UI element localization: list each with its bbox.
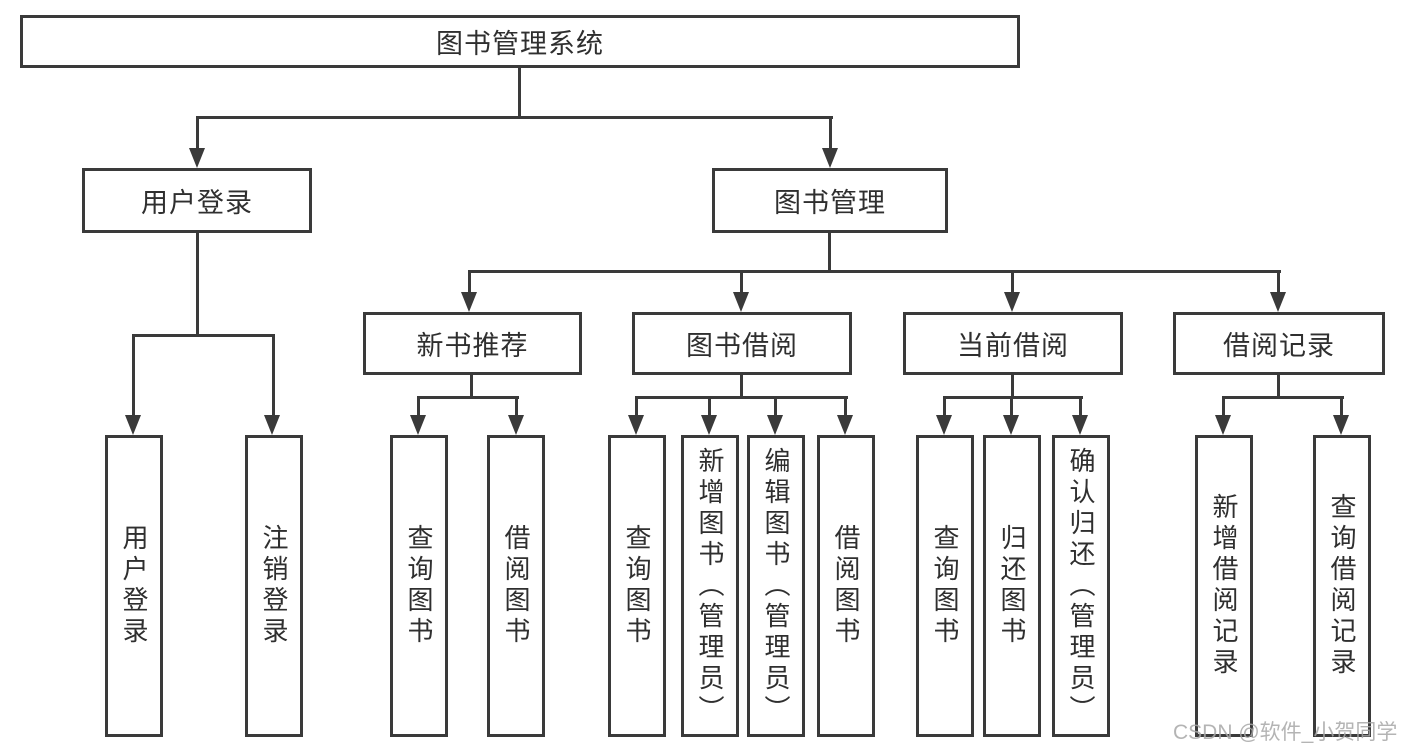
connector-line <box>468 270 471 294</box>
leaf-query-books-recommend: 查询图书 <box>390 435 448 737</box>
leaf-query-books-borrow: 查询图书 <box>608 435 666 737</box>
arrow-down-icon <box>410 415 426 435</box>
leaf-borrow-books-borrow: 借阅图书 <box>817 435 875 737</box>
leaf-edit-books-admin: 编辑图书（管理员） <box>747 435 805 737</box>
connector-line <box>636 396 848 399</box>
connector-line <box>774 396 777 417</box>
connector-line <box>1223 396 1344 399</box>
node-borrow-records: 借阅记录 <box>1173 312 1385 375</box>
connector-line <box>132 334 135 416</box>
connector-line <box>196 116 199 152</box>
arrow-down-icon <box>125 415 141 435</box>
leaf-logout: 注销登录 <box>245 435 303 737</box>
connector-line <box>708 396 711 417</box>
connector-line <box>1011 270 1014 294</box>
connector-line <box>944 396 1083 399</box>
node-book-management: 图书管理 <box>712 168 948 233</box>
leaf-confirm-return-admin: 确认归还（管理员） <box>1052 435 1110 737</box>
node-user-login: 用户登录 <box>82 168 312 233</box>
arrow-down-icon <box>837 415 853 435</box>
arrow-down-icon <box>461 292 477 312</box>
connector-line <box>740 374 743 399</box>
connector-line <box>132 334 275 337</box>
connector-line <box>635 396 638 417</box>
arrow-down-icon <box>189 148 205 168</box>
arrow-down-icon <box>1215 415 1231 435</box>
leaf-borrow-books-recommend: 借阅图书 <box>487 435 545 737</box>
leaf-return-books: 归还图书 <box>983 435 1041 737</box>
connector-line <box>844 396 847 417</box>
connector-line <box>828 233 831 273</box>
connector-line <box>1011 374 1014 399</box>
arrow-down-icon <box>822 148 838 168</box>
arrow-down-icon <box>508 415 524 435</box>
node-book-borrow: 图书借阅 <box>632 312 852 375</box>
leaf-user-login: 用户登录 <box>105 435 163 737</box>
leaf-add-books-admin: 新增图书（管理员） <box>681 435 739 737</box>
arrow-down-icon <box>264 415 280 435</box>
connector-line <box>1277 270 1280 294</box>
leaf-query-books-current: 查询图书 <box>916 435 974 737</box>
connector-line <box>1079 396 1082 417</box>
connector-line <box>1222 396 1225 417</box>
connector-line <box>470 270 1281 273</box>
leaf-query-borrow-record: 查询借阅记录 <box>1313 435 1371 737</box>
node-current-borrow: 当前借阅 <box>903 312 1123 375</box>
connector-line <box>470 374 473 399</box>
csdn-watermark: CSDN @软件_小贺同学 <box>1173 721 1398 744</box>
arrow-down-icon <box>628 415 644 435</box>
connector-line <box>418 396 519 399</box>
node-library-system: 图书管理系统 <box>20 15 1020 68</box>
arrow-down-icon <box>1004 292 1020 312</box>
arrow-down-icon <box>1333 415 1349 435</box>
arrow-down-icon <box>767 415 783 435</box>
connector-line <box>196 232 199 337</box>
arrow-down-icon <box>733 292 749 312</box>
arrow-down-icon <box>936 415 952 435</box>
connector-line <box>518 66 521 118</box>
arrow-down-icon <box>701 415 717 435</box>
connector-line <box>515 396 518 417</box>
connector-line <box>1010 396 1013 417</box>
connector-line <box>1277 374 1280 399</box>
connector-line <box>196 116 833 119</box>
leaf-add-borrow-record: 新增借阅记录 <box>1195 435 1253 737</box>
connector-line <box>417 396 420 417</box>
arrow-down-icon <box>1270 292 1286 312</box>
arrow-down-icon <box>1072 415 1088 435</box>
node-new-book-recommend: 新书推荐 <box>363 312 582 375</box>
arrow-down-icon <box>1003 415 1019 435</box>
connector-line <box>829 116 832 152</box>
connector-line <box>943 396 946 417</box>
connector-line <box>272 334 275 416</box>
connector-line <box>1340 396 1343 417</box>
connector-line <box>740 270 743 294</box>
